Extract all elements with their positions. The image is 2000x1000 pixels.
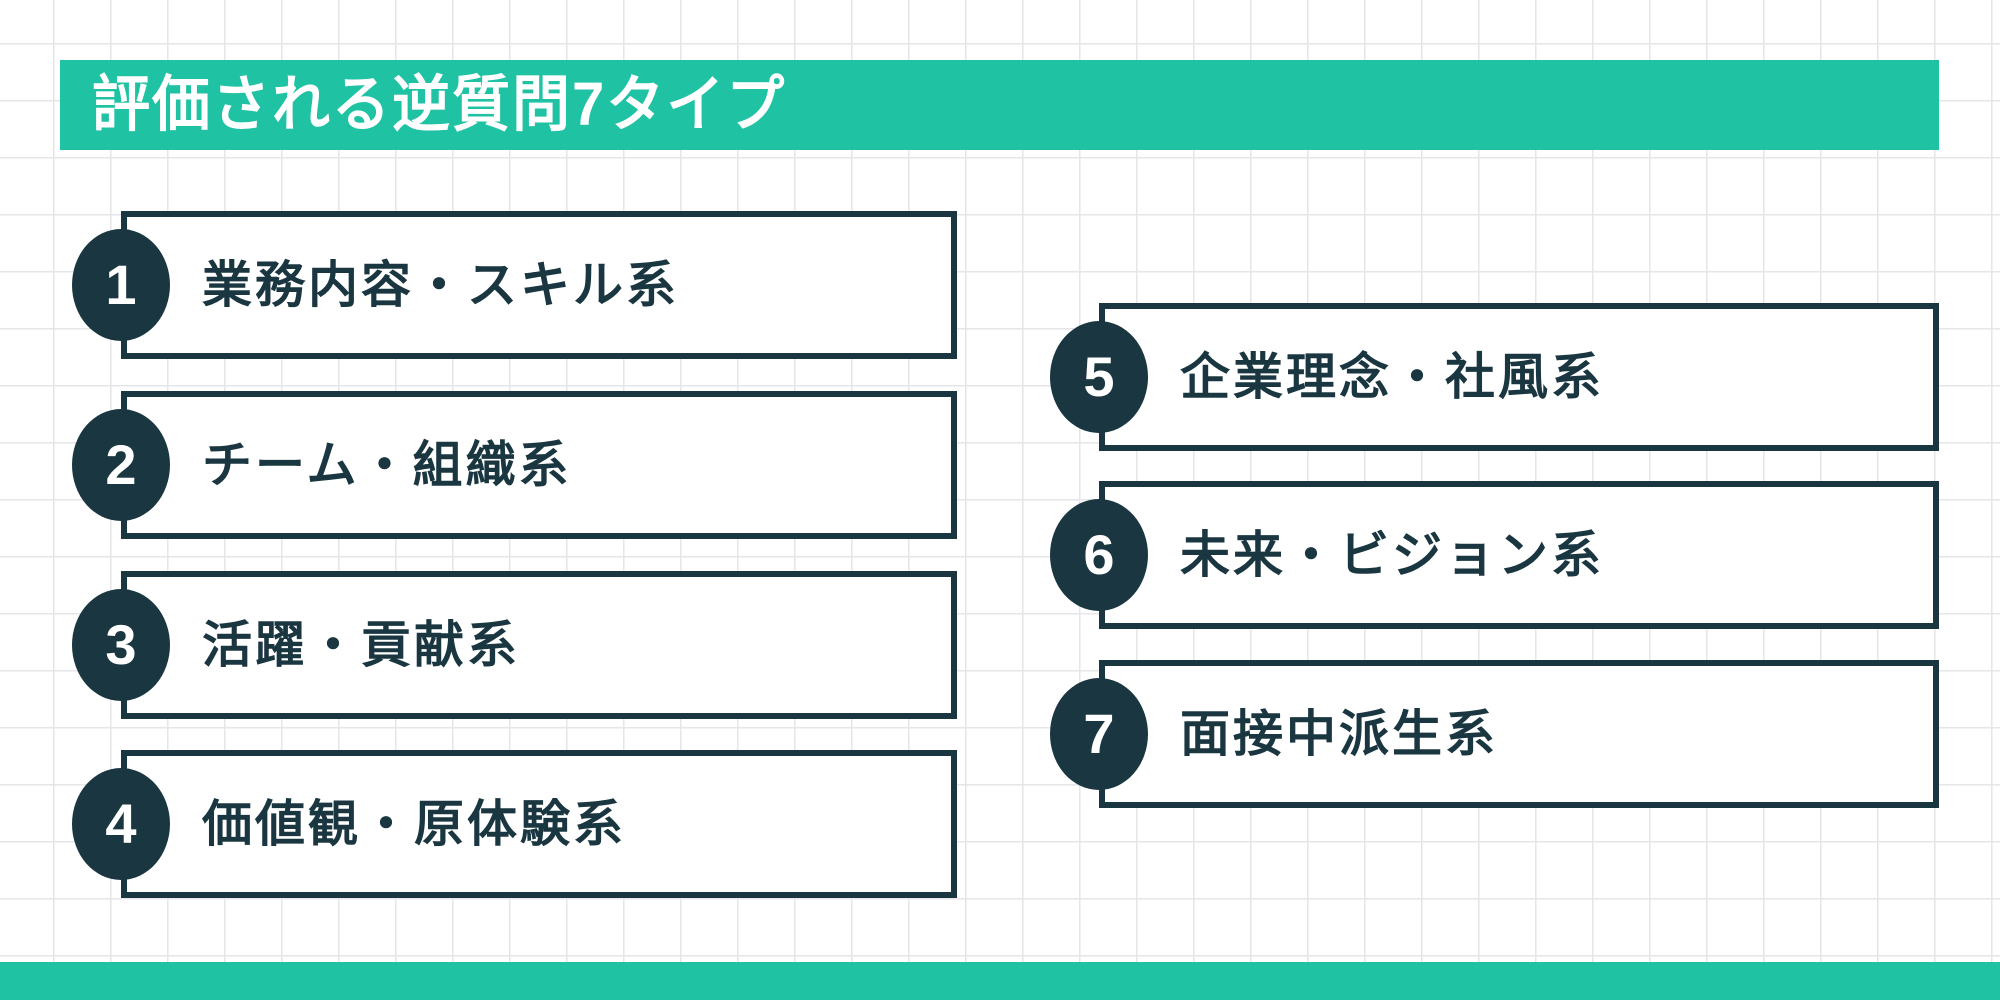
type-box-4: 価値観・原体験系 [121, 750, 957, 898]
number-badge-4: 4 [72, 768, 170, 880]
number-badge-7: 7 [1050, 678, 1148, 790]
type-label-7: 面接中派生系 [1180, 706, 1498, 762]
type-box-6: 未来・ビジョン系 [1099, 481, 1939, 629]
type-label-3: 活躍・貢献系 [202, 617, 520, 673]
number-badge-6: 6 [1050, 499, 1148, 611]
number-badge-2: 2 [72, 409, 170, 521]
type-label-2: チーム・組織系 [202, 437, 572, 493]
type-label-6: 未来・ビジョン系 [1180, 527, 1604, 583]
page-title: 評価される逆質問7タイプ [92, 70, 787, 139]
number-badge-5: 5 [1050, 321, 1148, 433]
type-box-2: チーム・組織系 [121, 391, 957, 539]
number-badge-3: 3 [72, 589, 170, 701]
bottom-accent-bar [0, 962, 2000, 1000]
type-label-5: 企業理念・社風系 [1180, 349, 1604, 405]
type-box-1: 業務内容・スキル系 [121, 211, 957, 359]
number-badge-1: 1 [72, 229, 170, 341]
type-label-4: 価値観・原体験系 [202, 796, 626, 852]
type-box-7: 面接中派生系 [1099, 660, 1939, 808]
type-box-5: 企業理念・社風系 [1099, 303, 1939, 451]
type-label-1: 業務内容・スキル系 [202, 257, 679, 313]
title-banner: 評価される逆質問7タイプ [60, 60, 1939, 150]
type-box-3: 活躍・貢献系 [121, 571, 957, 719]
